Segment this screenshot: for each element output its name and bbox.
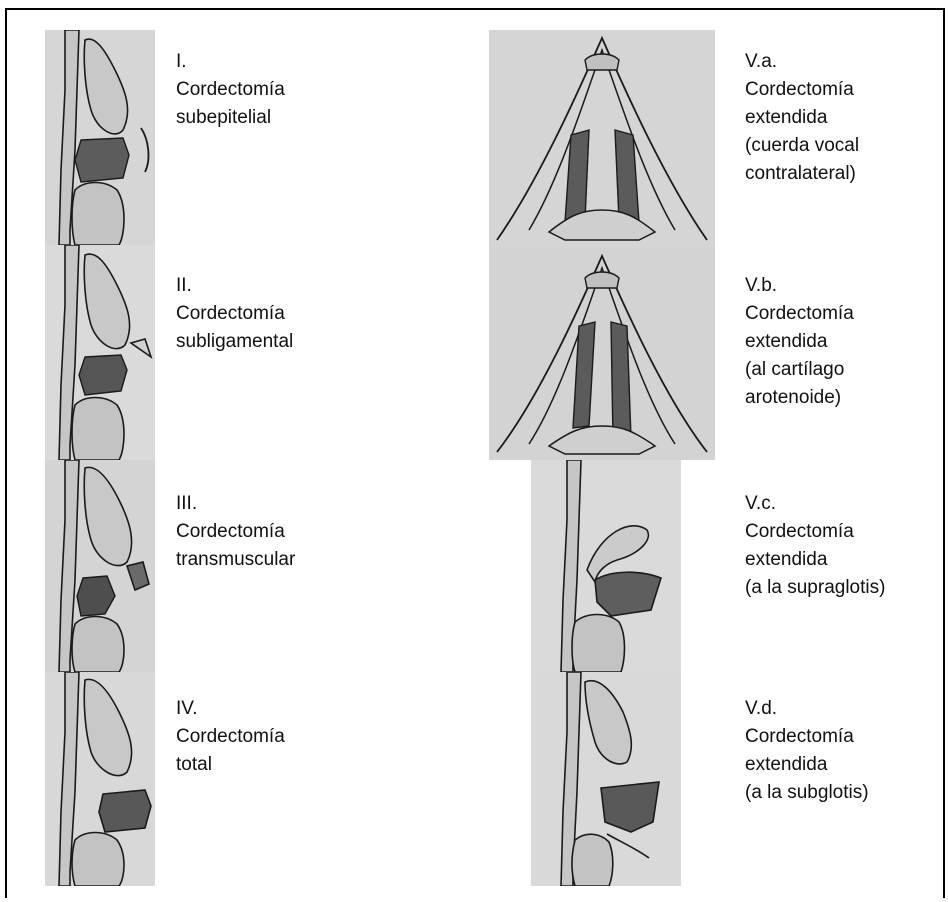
sketch-va-contralateral [489, 30, 715, 248]
caption-line: Cordectomía [745, 723, 869, 751]
caption-line: total [176, 751, 285, 779]
caption-line: extendida [745, 328, 854, 356]
caption-ii: II. Cordectomía subligamental [176, 272, 293, 356]
roman-numeral: II. [176, 272, 293, 300]
caption-line: subepitelial [176, 104, 285, 132]
caption-line: contralateral) [745, 160, 859, 188]
caption-line: Cordectomía [745, 300, 854, 328]
sketch-vc-supraglotis [531, 460, 681, 672]
sketch-vd-subglotis [531, 672, 681, 886]
caption-line: (a la supraglotis) [745, 574, 885, 602]
roman-numeral: V.c. [745, 490, 885, 518]
caption-line: Cordectomía [176, 76, 285, 104]
roman-numeral: V.d. [745, 695, 869, 723]
caption-line: Cordectomía [745, 76, 859, 104]
caption-line: Cordectomía [745, 518, 885, 546]
caption-line: extendida [745, 751, 869, 779]
caption-line: extendida [745, 104, 859, 132]
caption-line: subligamental [176, 328, 293, 356]
caption-line: extendida [745, 546, 885, 574]
caption-line: (a la subglotis) [745, 779, 869, 807]
caption-iii: III. Cordectomía transmuscular [176, 490, 295, 574]
sketch-iv-total [45, 672, 155, 886]
roman-numeral: I. [176, 48, 285, 76]
roman-numeral: V.a. [745, 48, 859, 76]
caption-vb: V.b. Cordectomía extendida (al cartílago… [745, 272, 854, 412]
caption-va: V.a. Cordectomía extendida (cuerda vocal… [745, 48, 859, 188]
sketch-i-subepitelial [45, 30, 155, 245]
roman-numeral: III. [176, 490, 295, 518]
caption-iv: IV. Cordectomía total [176, 695, 285, 779]
caption-line: Cordectomía [176, 518, 295, 546]
caption-line: Cordectomía [176, 300, 293, 328]
caption-i: I. Cordectomía subepitelial [176, 48, 285, 132]
caption-vc: V.c. Cordectomía extendida (a la supragl… [745, 490, 885, 602]
caption-line: (al cartílago [745, 356, 854, 384]
caption-line: arotenoide) [745, 384, 854, 412]
caption-line: (cuerda vocal [745, 132, 859, 160]
caption-line: Cordectomía [176, 723, 285, 751]
sketch-iii-transmuscular [45, 460, 155, 672]
caption-vd: V.d. Cordectomía extendida (a la subglot… [745, 695, 869, 807]
roman-numeral: V.b. [745, 272, 854, 300]
roman-numeral: IV. [176, 695, 285, 723]
caption-line: transmuscular [176, 546, 295, 574]
sketch-vb-arytenoid [489, 248, 715, 460]
sketch-ii-subligamental [45, 245, 155, 460]
